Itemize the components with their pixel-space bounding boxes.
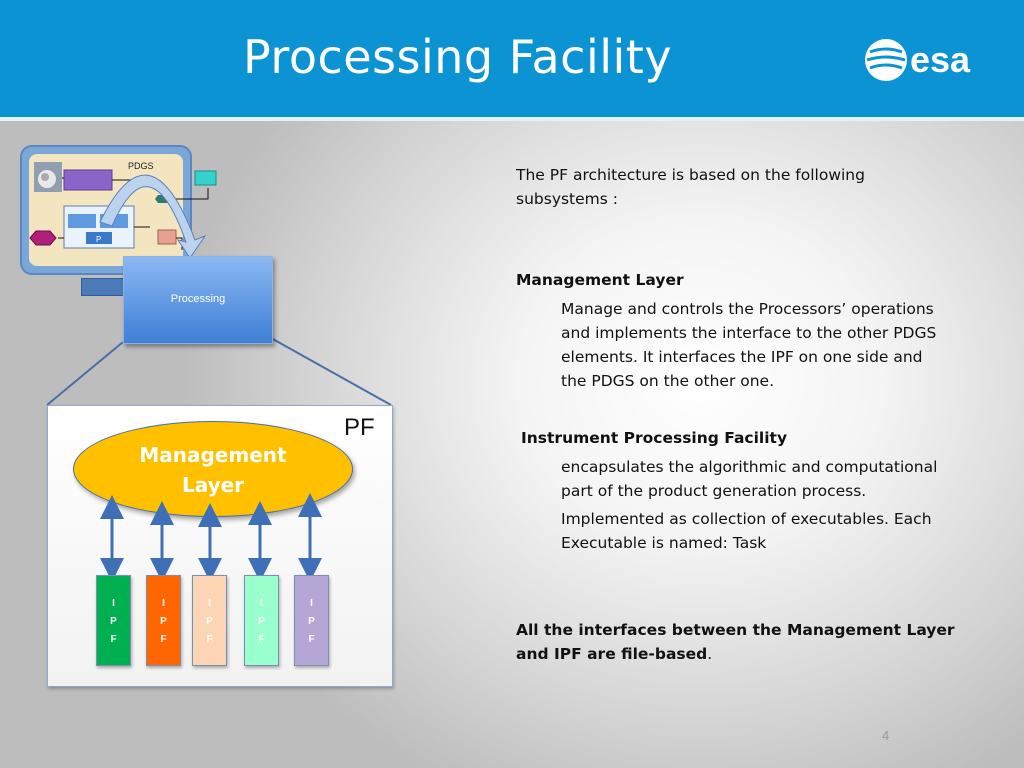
ipf-letter: F bbox=[206, 634, 213, 645]
satellite-image-icon bbox=[34, 162, 62, 192]
management-description: Manage and controls the Processors’ oper… bbox=[561, 297, 936, 393]
ipf-letter: F bbox=[258, 634, 265, 645]
ipf-block: I P F bbox=[244, 575, 279, 666]
text-line: Executable is named: Task bbox=[561, 534, 767, 552]
ipf-letter: I bbox=[260, 598, 263, 609]
text-line: elements. It interfaces the IPF on one s… bbox=[561, 348, 923, 366]
zoom-line bbox=[46, 341, 124, 406]
ipf-block: I P F bbox=[96, 575, 131, 666]
ipf-letter: P bbox=[206, 616, 213, 627]
page-number: 4 bbox=[882, 728, 890, 743]
zoom-line bbox=[270, 337, 392, 406]
management-layer-label: Management Layer bbox=[74, 440, 352, 500]
pf-label: PF bbox=[344, 414, 375, 441]
esa-wordmark: esa bbox=[910, 39, 971, 80]
text-line: and implements the interface to the othe… bbox=[561, 324, 937, 342]
conclusion-text: All the interfaces between the Managemen… bbox=[516, 618, 955, 666]
text-line: Manage and controls the Processors’ oper… bbox=[561, 300, 934, 318]
ipf-letter: F bbox=[160, 634, 167, 645]
ipf-implementation: Implemented as collection of executables… bbox=[561, 507, 932, 555]
title-bar-divider bbox=[0, 117, 1024, 121]
text-line: and IPF are file-based. bbox=[516, 642, 955, 666]
management-heading: Management Layer bbox=[516, 271, 684, 289]
ipf-letter: P bbox=[258, 616, 265, 627]
ipf-letter: I bbox=[310, 598, 313, 609]
title-bar bbox=[0, 0, 1024, 117]
intro-text: The PF architecture is based on the foll… bbox=[516, 163, 865, 211]
pdgs-label: PDGS bbox=[128, 161, 154, 171]
pdgs-p-box bbox=[86, 232, 112, 244]
text-line: Implemented as collection of executables… bbox=[561, 510, 932, 528]
pdgs-p-label: P bbox=[96, 235, 101, 244]
text-span: . bbox=[707, 645, 713, 663]
esa-logo: esa bbox=[865, 39, 971, 81]
text-line: The PF architecture is based on the foll… bbox=[516, 166, 865, 184]
processing-label: Processing bbox=[170, 293, 226, 305]
pdgs-element-hexagon bbox=[29, 230, 57, 246]
text-line: encapsulates the algorithmic and computa… bbox=[561, 458, 938, 476]
slide-title: Processing Facility bbox=[243, 30, 673, 84]
ipf-letter: P bbox=[308, 616, 315, 627]
ipf-letter: I bbox=[162, 598, 165, 609]
pdgs-element-box bbox=[157, 229, 177, 245]
ipf-letter: F bbox=[308, 634, 315, 645]
ipf-letter: I bbox=[112, 598, 115, 609]
management-label-line: Layer bbox=[181, 473, 245, 497]
text-line: All the interfaces between the Managemen… bbox=[516, 621, 955, 639]
ipf-block: I P F bbox=[146, 575, 181, 666]
esa-emblem-icon bbox=[865, 39, 907, 81]
processing-box: Processing bbox=[123, 256, 273, 344]
pdgs-element-box bbox=[194, 170, 217, 186]
ipf-letter: I bbox=[208, 598, 211, 609]
text-line: the PDGS on the other one. bbox=[561, 372, 775, 390]
pdgs-element-box bbox=[68, 214, 96, 228]
ipf-letter: P bbox=[110, 616, 117, 627]
ipf-block: I P F bbox=[294, 575, 329, 666]
ipf-heading: Instrument Processing Facility bbox=[521, 429, 788, 447]
ipf-letter: F bbox=[110, 634, 117, 645]
ipf-letter: P bbox=[160, 616, 167, 627]
ipf-description: encapsulates the algorithmic and computa… bbox=[561, 455, 937, 503]
management-label-line: Management bbox=[139, 443, 287, 467]
text-line: part of the product generation process. bbox=[561, 482, 867, 500]
text-span: and IPF are file-based bbox=[516, 645, 708, 663]
text-line: subsystems : bbox=[516, 190, 618, 208]
ipf-block: I P F bbox=[192, 575, 227, 666]
